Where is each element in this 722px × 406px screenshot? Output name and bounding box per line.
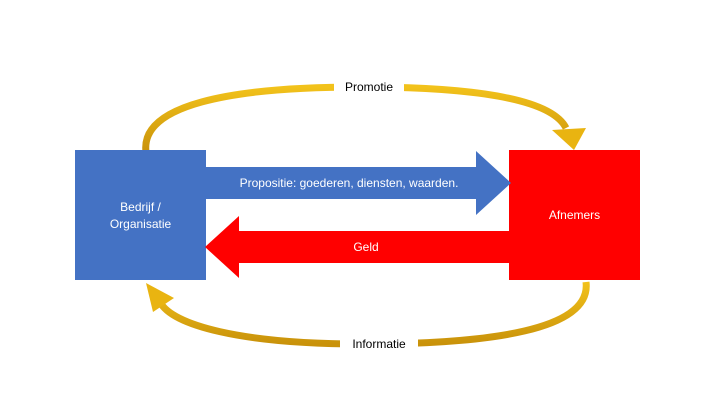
promotion-curve — [142, 83, 570, 153]
money-label: Geld — [353, 240, 379, 254]
information-label: Informatie — [340, 337, 418, 351]
company-label: Bedrijf / Organisatie — [75, 199, 206, 233]
company-label-line2: Organisatie — [109, 217, 172, 231]
company-box — [75, 150, 206, 280]
money-arrow — [205, 216, 511, 278]
promotion-label: Promotie — [334, 80, 404, 94]
proposition-arrow — [206, 151, 511, 215]
company-label-line1: Bedrijf / — [120, 200, 161, 214]
customers-box — [509, 150, 640, 280]
information-curve — [156, 281, 590, 348]
information-arrowhead — [146, 283, 174, 312]
promotion-arrowhead — [552, 128, 586, 150]
customers-label: Afnemers — [548, 208, 601, 222]
proposition-label: Propositie: goederen, diensten, waarden. — [239, 176, 459, 190]
